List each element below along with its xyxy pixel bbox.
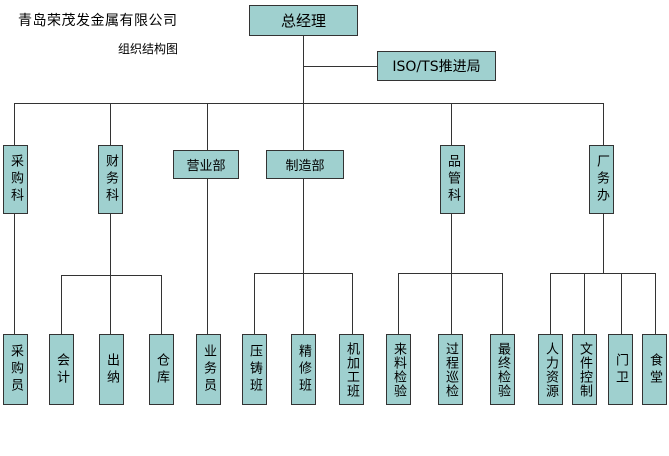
connector-changwu-down	[603, 214, 604, 273]
connector-caiwu-bus	[61, 275, 161, 276]
connector-dept-caigou	[14, 103, 15, 145]
node-unit-chuna: 出纳	[99, 334, 124, 405]
node-unit-caigouyuan: 采购员	[3, 334, 28, 405]
node-unit-shitang: 食堂	[642, 334, 667, 405]
connector-caigou-down	[14, 214, 15, 334]
node-unit-zuizhongjianyan: 最终检验	[490, 334, 515, 405]
connector-chuna	[110, 275, 111, 334]
node-label: 采购科	[8, 154, 23, 205]
node-label: 压铸班	[247, 344, 262, 395]
node-dept-zhizao: 制造部	[266, 150, 344, 179]
connector-pinguan-down	[451, 214, 452, 273]
connector-dept-changwu	[603, 103, 604, 145]
node-unit-cangku: 仓库	[149, 334, 174, 405]
node-iso-ts: ISO/TS推进局	[377, 51, 496, 81]
node-unit-kuaiji: 会计	[49, 334, 74, 405]
node-general-manager: 总经理	[249, 5, 358, 36]
connector-renli	[550, 273, 551, 334]
node-label: 品管科	[445, 154, 460, 205]
node-unit-guochengxunjian: 过程巡检	[438, 334, 463, 405]
node-label: 厂务办	[594, 154, 609, 205]
node-label: 财务科	[103, 154, 118, 205]
node-label: 营业部	[186, 159, 226, 174]
node-dept-caigou: 采购科	[3, 145, 28, 214]
node-label: 出纳	[104, 352, 119, 387]
node-unit-yewuyuan: 业务员	[196, 334, 221, 405]
chart-title: 组织结构图	[118, 42, 179, 56]
company-name: 青岛荣茂发金属有限公司	[18, 13, 178, 29]
connector-caiwu-down	[110, 214, 111, 275]
node-label: 文件控制	[577, 341, 592, 398]
connector-changwu-bus	[550, 273, 655, 274]
connector-yazhu	[254, 273, 255, 334]
connector-dept-pinguan	[451, 103, 452, 145]
connector-guocheng	[451, 273, 452, 334]
connector-cangku	[161, 275, 162, 334]
node-label: 过程巡检	[443, 341, 458, 398]
node-label: 总经理	[280, 12, 326, 30]
connector-root-down	[303, 36, 304, 103]
node-label: 来料检验	[391, 341, 406, 398]
connector-wenjian	[584, 273, 585, 334]
connector-jijiagong	[352, 273, 353, 334]
node-unit-jijiagongban: 机加工班	[339, 334, 364, 405]
node-unit-jingxiuban: 精修班	[291, 334, 316, 405]
connector-dept-zhizao	[303, 103, 304, 150]
node-label: 机加工班	[344, 341, 359, 398]
node-label: 制造部	[285, 159, 325, 174]
node-unit-yazhuban: 压铸班	[242, 334, 267, 405]
node-label: 食堂	[647, 352, 662, 387]
node-unit-renliziyuan: 人力资源	[538, 334, 563, 405]
connector-dept-caiwu	[110, 103, 111, 145]
node-dept-caiwu: 财务科	[98, 145, 123, 214]
node-label: 采购员	[8, 344, 23, 395]
node-dept-pinguan: 品管科	[440, 145, 465, 214]
connector-staff	[303, 66, 377, 67]
node-label: ISO/TS推进局	[392, 59, 481, 75]
node-label: 人力资源	[543, 341, 558, 398]
node-label: 会计	[54, 352, 69, 387]
connector-dept-bus	[14, 103, 603, 104]
connector-pinguan-bus	[398, 273, 502, 274]
node-unit-menwei: 门卫	[608, 334, 633, 405]
node-unit-lailiaojianyan: 来料检验	[386, 334, 411, 405]
connector-yingye-down	[207, 179, 208, 334]
node-unit-wenjiankongzhi: 文件控制	[572, 334, 597, 405]
node-dept-yingye: 营业部	[173, 150, 239, 179]
node-label: 精修班	[296, 344, 311, 395]
node-label: 门卫	[613, 352, 628, 387]
connector-kuaiji	[61, 275, 62, 334]
node-label: 最终检验	[495, 341, 510, 398]
connector-zuizhong	[502, 273, 503, 334]
connector-zhizao-down	[303, 179, 304, 273]
connector-lailiao	[398, 273, 399, 334]
connector-dept-yingye	[207, 103, 208, 150]
connector-jingxiu	[303, 273, 304, 334]
node-label: 仓库	[154, 352, 169, 387]
connector-shitang	[655, 273, 656, 334]
node-label: 业务员	[201, 344, 216, 395]
connector-menwei	[621, 273, 622, 334]
node-dept-changwu: 厂务办	[589, 145, 614, 214]
